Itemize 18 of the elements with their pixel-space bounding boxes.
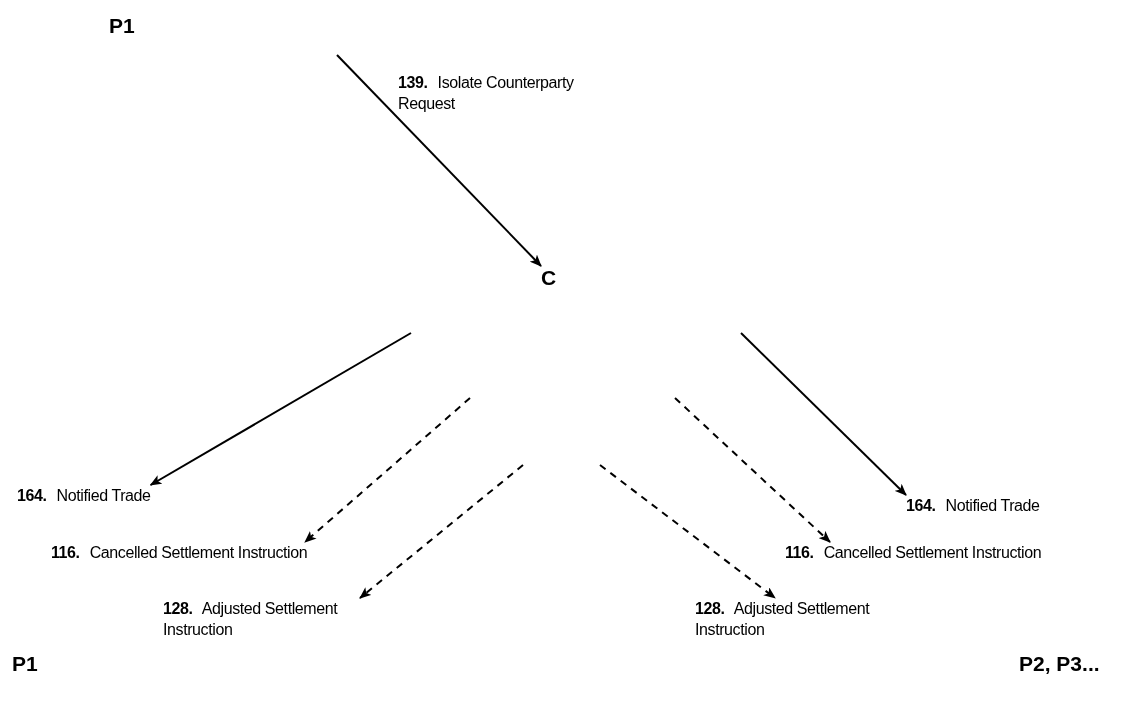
arrow bbox=[740, 332, 907, 496]
participant-label: P1 bbox=[12, 652, 38, 676]
arrow bbox=[359, 464, 524, 599]
message-label: 164. Notified Trade bbox=[17, 485, 151, 506]
arrow bbox=[674, 397, 831, 543]
edge-label: 139. Isolate Counterparty Request bbox=[398, 73, 575, 114]
message-label: 128. Adjusted Settlement Instruction bbox=[695, 598, 935, 640]
message-label: 116. Cancelled Settlement Instruction bbox=[51, 542, 308, 563]
arrow bbox=[336, 54, 542, 267]
participant-label: P1 bbox=[109, 14, 135, 38]
message-label: 116. Cancelled Settlement Instruction bbox=[785, 542, 1042, 563]
participant-label: C bbox=[541, 266, 557, 290]
message-label: 164. Notified Trade bbox=[906, 495, 1040, 516]
arrow bbox=[599, 464, 776, 599]
participant-label: P2, P3... bbox=[1019, 652, 1100, 676]
arrow bbox=[149, 332, 412, 486]
message-label: 128. Adjusted Settlement Instruction bbox=[163, 598, 403, 640]
arrow bbox=[304, 397, 471, 543]
